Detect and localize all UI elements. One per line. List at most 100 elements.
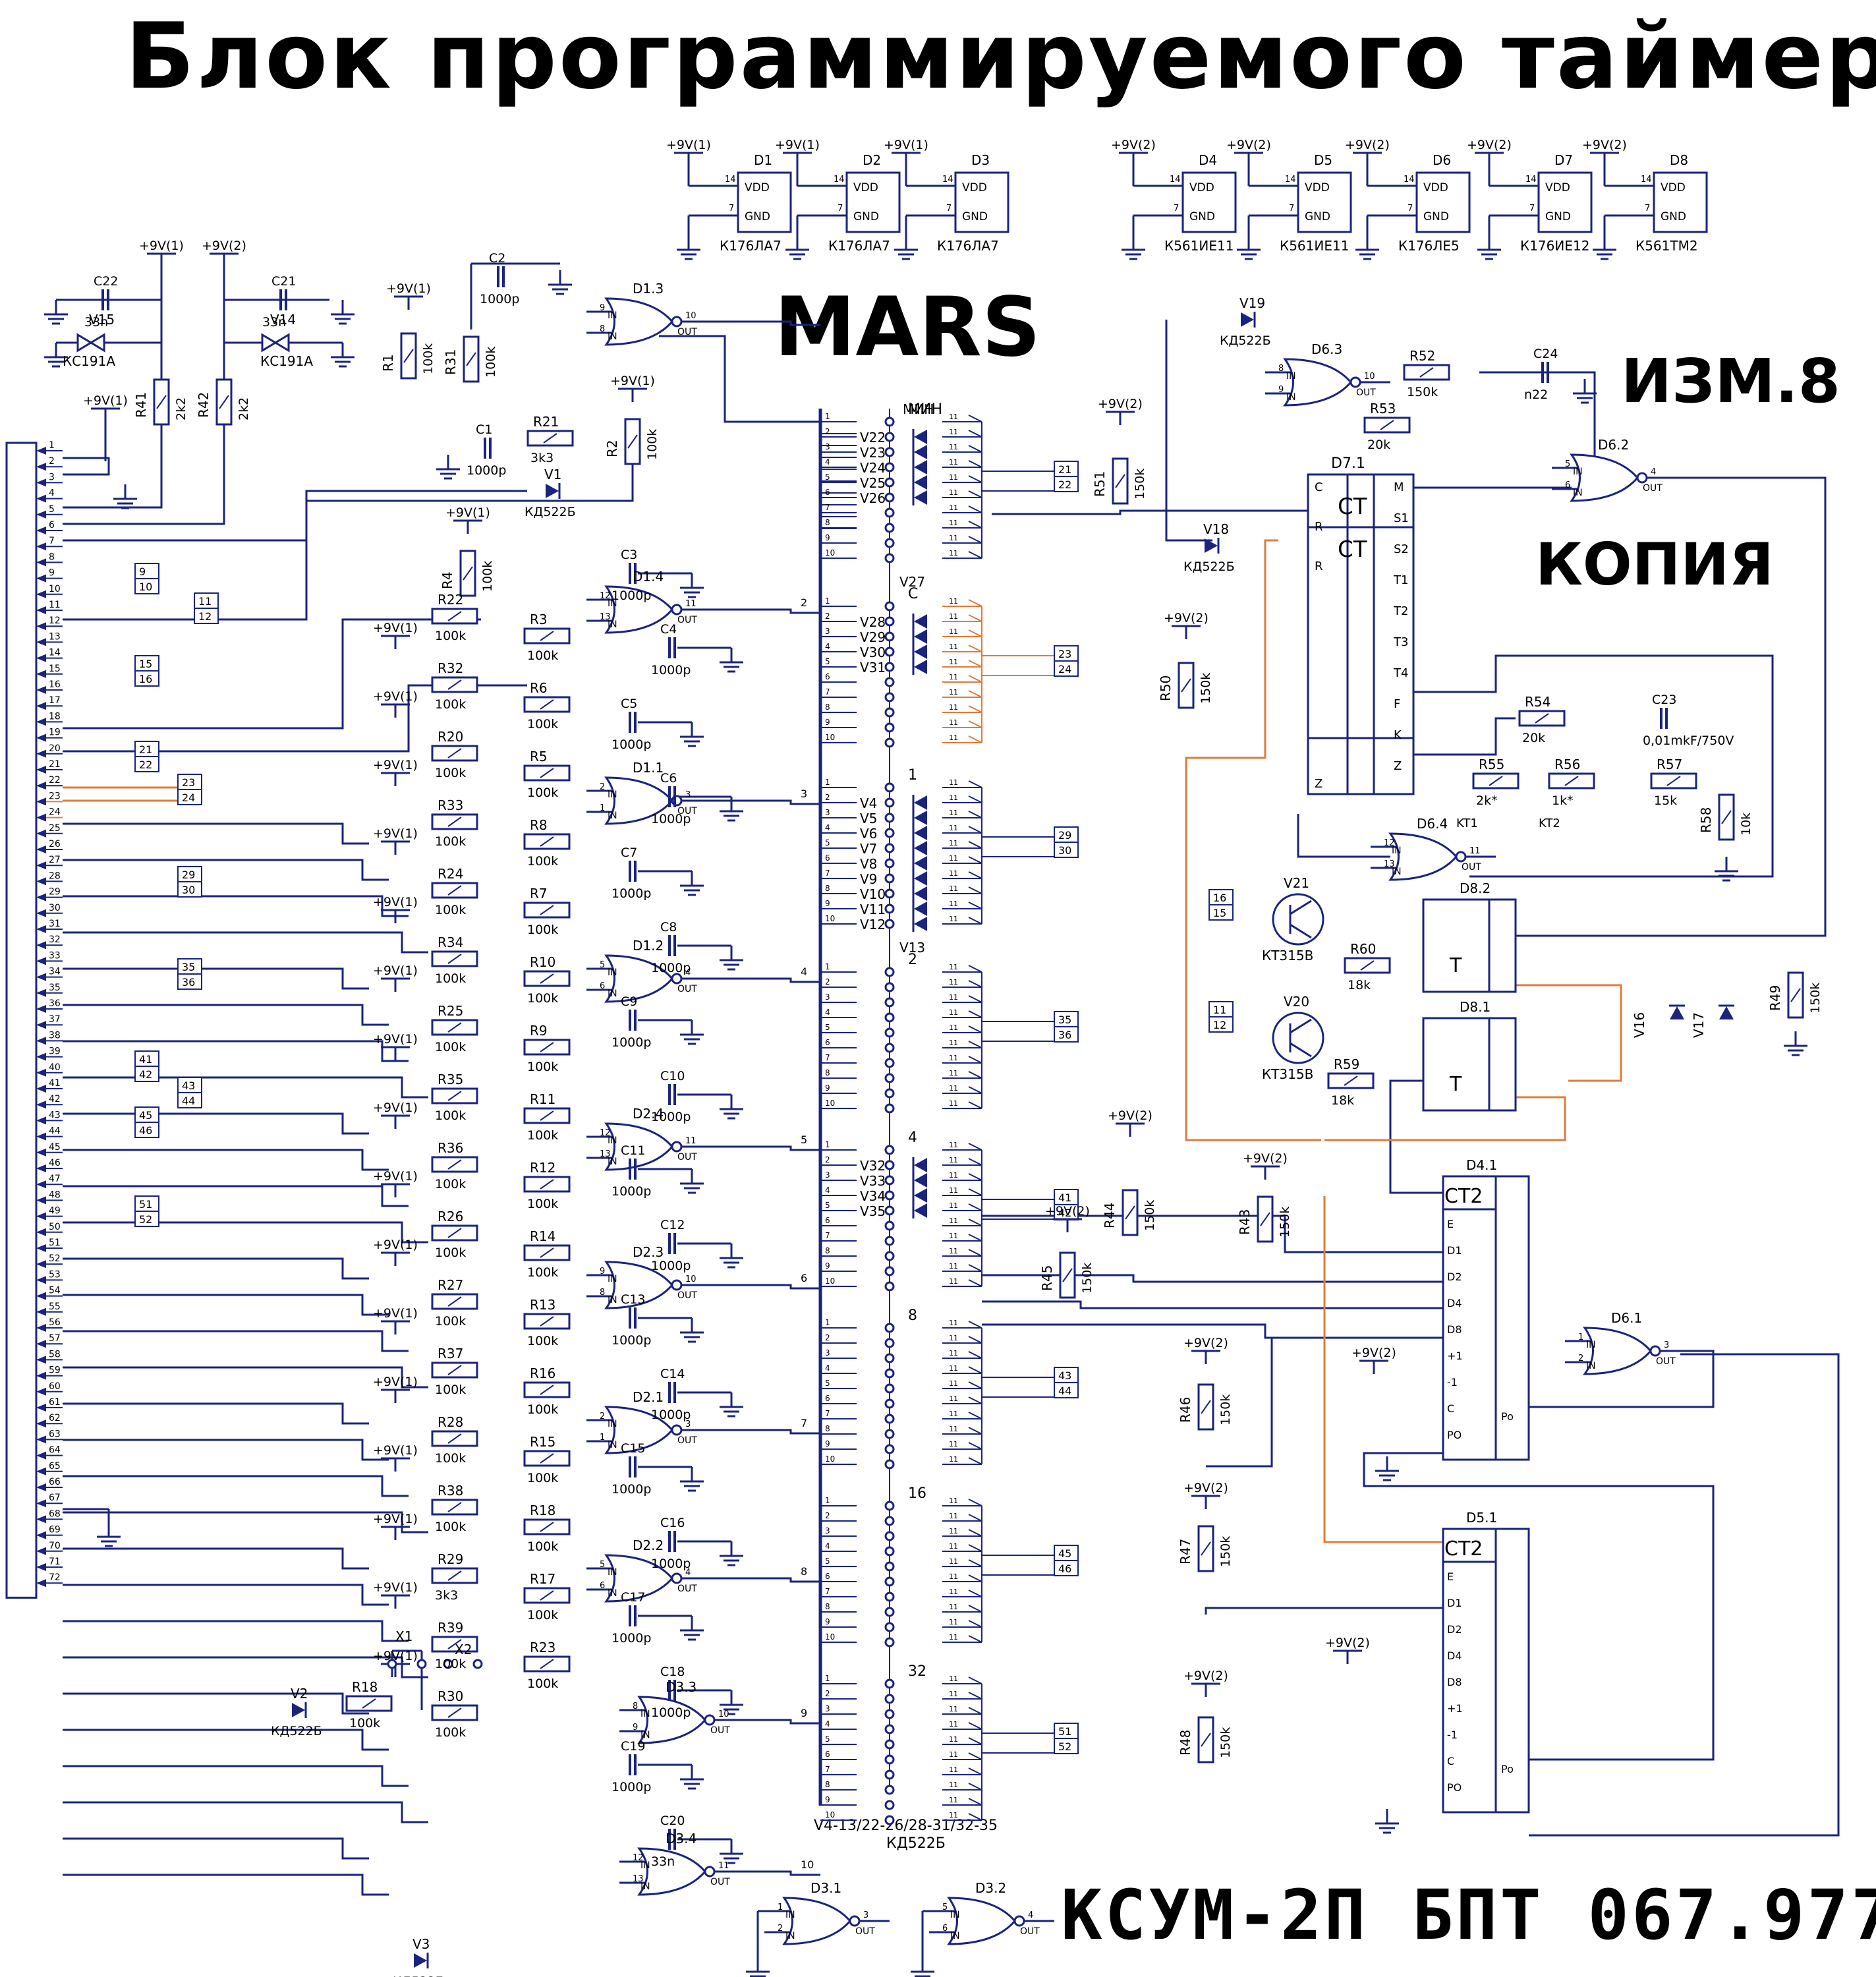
pin-number: 3	[685, 790, 691, 800]
diode-ref: V8	[860, 856, 877, 872]
diode-ref: V27	[899, 574, 925, 590]
pin-number: 9	[825, 1795, 830, 1804]
pin-number: 2	[825, 1155, 830, 1164]
inverter-bubble	[1455, 851, 1467, 863]
capacitor-ref: C6	[660, 771, 677, 786]
pin-number: 11	[949, 1633, 958, 1642]
wire	[540, 1590, 554, 1601]
nor-gate	[604, 585, 673, 634]
wire	[968, 1692, 982, 1700]
resistor-value: 100k	[435, 629, 466, 643]
resistor-ref: R13	[530, 1297, 555, 1313]
supply-label: +9V(2)	[1183, 1336, 1228, 1350]
diode-ref: V15	[89, 312, 115, 328]
supply-label: +9V(1)	[373, 758, 418, 772]
terminal-ring	[884, 1368, 895, 1379]
wire	[1205, 1607, 1443, 1615]
pin-number: 9	[825, 1083, 830, 1093]
pin-number: 48	[49, 1189, 61, 1200]
wire	[968, 1767, 982, 1775]
wire	[63, 1076, 428, 1099]
pin-number: 7	[1529, 204, 1535, 214]
terminal-ring	[884, 1429, 895, 1439]
ic-type: CT	[1338, 536, 1367, 563]
test-point: KT1	[1456, 817, 1478, 830]
pin-number: 11	[949, 688, 958, 697]
pin-number: 11	[949, 1217, 958, 1225]
pin-number: 29	[49, 887, 61, 898]
pin-number: 8	[825, 1424, 830, 1433]
capacitor-value: 1000p	[611, 1184, 651, 1199]
pin-number: 11	[1469, 846, 1481, 856]
pin-number: 5	[825, 1201, 830, 1210]
pin-number: 11	[949, 1765, 958, 1774]
connector-pin	[36, 1132, 46, 1141]
resistor-value: 100k	[527, 717, 558, 731]
terminal-ring	[884, 1694, 895, 1704]
pin-number: 8	[600, 324, 605, 334]
pin-number: 8	[49, 552, 55, 562]
pin-number: 5	[600, 1560, 605, 1570]
pin-label: VDD	[1661, 181, 1686, 194]
pin-number: 18	[49, 711, 61, 722]
pin-label: OUT	[677, 1290, 697, 1301]
supply-label: +9V(1)	[373, 621, 418, 635]
diode	[914, 614, 927, 629]
inverter-bubble	[849, 1915, 861, 1927]
pin-number: 9	[633, 1723, 638, 1733]
gate-ref: D2.2	[633, 1537, 664, 1553]
diode-ref: V34	[860, 1188, 886, 1204]
wire	[712, 799, 820, 805]
pin-number: 10	[825, 1454, 835, 1464]
ic-power-block	[845, 171, 901, 233]
capacitor-value: 1000p	[651, 1110, 691, 1124]
pin-number: 72	[49, 1572, 61, 1583]
ic-type: T	[1449, 1073, 1462, 1096]
terminal-ring	[884, 843, 895, 853]
pin-number: 11	[949, 428, 958, 436]
wire	[968, 1321, 982, 1329]
transistor-ref: V20	[1284, 994, 1309, 1010]
pin-number: 10	[685, 1275, 696, 1284]
pin-number: 11	[949, 1039, 958, 1047]
pin-number: 67	[49, 1493, 61, 1503]
wire	[63, 895, 409, 917]
pin-number: 11	[949, 413, 958, 421]
resistor-value: 2k2	[237, 397, 251, 420]
page-title: Блок программируемого таймера	[125, 3, 1876, 109]
pin-number: 1	[825, 1674, 830, 1683]
jumper-label: 46	[1058, 1562, 1071, 1575]
wire	[1260, 1212, 1270, 1226]
nor-gate	[1283, 358, 1352, 407]
wire	[1290, 1042, 1312, 1058]
chip-ref: D8	[1670, 152, 1688, 168]
supply-label: +9V(2)	[1164, 611, 1208, 625]
terminal-ring	[472, 1659, 483, 1669]
pin-number: 3	[825, 992, 830, 1002]
supply-label: +9V(1)	[373, 1238, 418, 1252]
wire	[968, 1529, 982, 1537]
pin-number: 4	[685, 1568, 691, 1578]
pin-number: 5	[825, 1557, 830, 1566]
pin-number: 17	[49, 695, 61, 706]
terminal-ring	[884, 967, 895, 977]
pin-number: 11	[949, 503, 958, 512]
supply-label: +9V(2)	[1045, 1204, 1090, 1218]
wire	[540, 836, 554, 847]
capacitor-value: 0,01mkF/750V	[1643, 733, 1734, 748]
bus-pin: 10	[801, 1858, 814, 1871]
jumper-label: 16	[1213, 892, 1226, 904]
supply-label: +9V(1)	[373, 1101, 418, 1115]
pin-number: 58	[49, 1349, 61, 1360]
pin-number: 9	[825, 899, 830, 908]
wire	[968, 886, 982, 894]
wire	[63, 1620, 409, 1642]
wire	[1419, 367, 1434, 378]
connector-pin	[36, 622, 46, 631]
pin-label: Po	[1501, 1410, 1514, 1423]
pin-number: 1	[49, 440, 55, 451]
pin-number: 12	[1384, 838, 1395, 848]
pin-label: VDD	[745, 181, 770, 194]
wire	[1115, 474, 1125, 488]
wire	[968, 1396, 982, 1404]
